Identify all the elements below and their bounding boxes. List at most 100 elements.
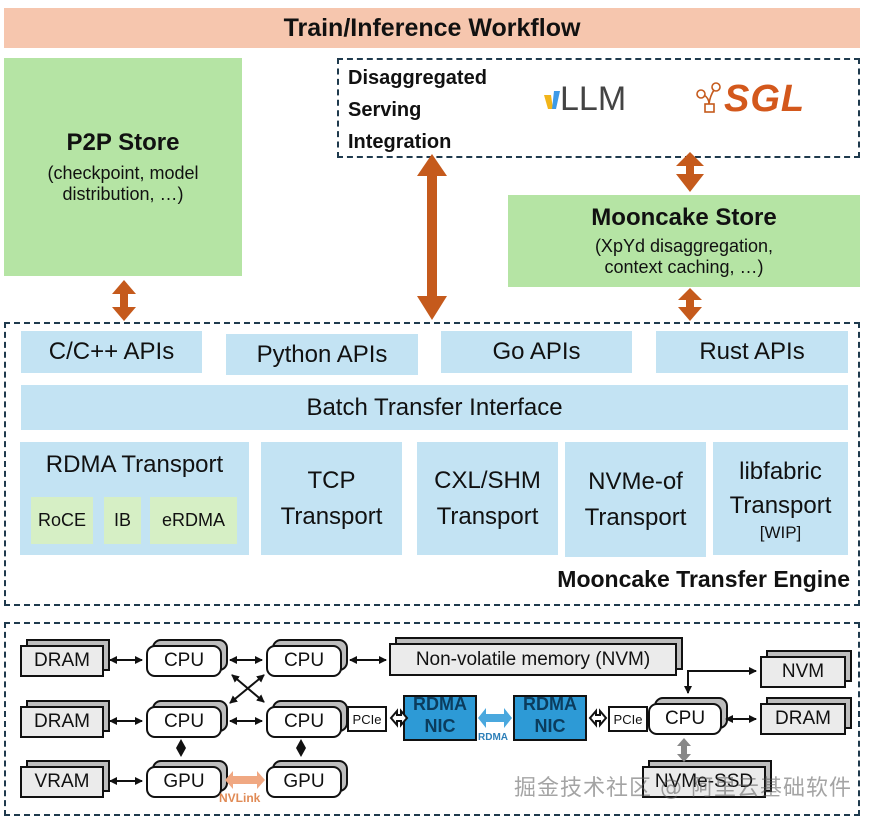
mooncake-store-desc-2: context caching, …) [604, 257, 764, 277]
api-python: Python APIs [226, 334, 418, 375]
cpu-box-4-label: CPU [283, 711, 325, 732]
rdma-nic-left-label-1: RDMA [413, 695, 467, 714]
mooncake-store-box: Mooncake Store (XpYd disaggregation, con… [508, 195, 860, 287]
mooncake-store-desc-1: (XpYd disaggregation, [594, 236, 774, 256]
api-go: Go APIs [441, 331, 632, 373]
api-rust: Rust APIs [656, 331, 848, 373]
workflow-arrows [112, 152, 704, 321]
vllm-text: LLM [560, 80, 627, 118]
cpu-box-1-label: CPU [163, 650, 205, 671]
store-engine-arrow [678, 288, 702, 321]
sgl-text: SGL [724, 78, 806, 120]
serving-engine-arrow [417, 154, 447, 320]
gpu-box-1: GPU [146, 766, 222, 798]
dram-box-right-label: DRAM [775, 708, 831, 729]
dram-box-right: DRAM [760, 703, 846, 735]
roce-label: RoCE [37, 510, 86, 530]
api-rust-label: Rust APIs [699, 338, 805, 365]
sgl-logo: SGL [696, 80, 805, 118]
p2p-store-desc-2: distribution, …) [62, 184, 184, 204]
batch-transfer-label: Batch Transfer Interface [306, 393, 563, 421]
cpu-box-2: CPU [266, 645, 342, 677]
hardware-topology-box [4, 622, 860, 816]
tcp-transport: TCP Transport [261, 442, 402, 555]
workflow-banner: Train/Inference Workflow [4, 8, 860, 48]
cpu-box-3-label: CPU [163, 711, 205, 732]
p2p-engine-arrow [112, 280, 136, 321]
cpu-box-2-label: CPU [283, 650, 325, 671]
api-cpp-label: C/C++ APIs [48, 338, 175, 365]
cpu-gpu-link-1 [176, 739, 186, 757]
p2p-store-title: P2P Store [66, 129, 180, 156]
vllm-v-icon [544, 91, 560, 109]
pcie-nic-link-left [389, 708, 409, 728]
p2p-store-box: P2P Store (checkpoint, model distributio… [4, 58, 242, 276]
nvme-ssd-box: NVMe-SSD [642, 766, 766, 798]
dram-box-2-label: DRAM [34, 711, 90, 732]
cxl-line-2: Transport [436, 502, 539, 530]
pcie-box-left: PCIe [347, 706, 387, 732]
cpu-box-right: CPU [648, 703, 722, 735]
gpu-box-2: GPU [266, 766, 342, 798]
rdma-nic-right-label-2: NIC [534, 716, 566, 736]
libfabric-line-2: Transport [729, 491, 832, 519]
transfer-engine-box [4, 322, 860, 606]
vllm-logo: LLM [544, 82, 626, 116]
batch-transfer-interface: Batch Transfer Interface [21, 385, 848, 430]
dram-box-1: DRAM [20, 645, 104, 677]
dram-box-1-label: DRAM [34, 650, 90, 671]
pcie-box-right: PCIe [608, 706, 648, 732]
rdma-nic-right-label-1: RDMA [523, 695, 577, 714]
p2p-store-desc-1: (checkpoint, model [47, 163, 199, 183]
cpu-box-4: CPU [266, 706, 342, 738]
libfabric-transport: libfabric Transport [WIP] [713, 442, 848, 555]
nvme-ssd-box-label: NVMe-SSD [654, 771, 754, 792]
libfabric-line-1: libfabric [739, 457, 822, 485]
rdma-variant-ib: IB [104, 497, 141, 544]
cpu-box-right-label: CPU [664, 708, 706, 729]
nvm-long-box: Non-volatile memory (NVM) [389, 643, 677, 676]
cpu-box-3: CPU [146, 706, 222, 738]
nvlink-label: NVLink [219, 791, 261, 805]
vram-box: VRAM [20, 766, 104, 798]
api-python-label: Python APIs [256, 340, 388, 368]
sgl-graph-icon [696, 82, 721, 113]
vram-box-label: VRAM [34, 771, 90, 792]
rdma-link-arrow [478, 708, 512, 728]
nvm-box-right: NVM [760, 656, 846, 688]
cpu-gpu-link-2 [296, 739, 306, 757]
watermark: 掘金技术社区 @ 阿里云基础软件 [514, 776, 852, 801]
rdma-nic-right: RDMA NIC [513, 695, 587, 741]
serving-integration-box: Disaggregated Serving Integration LLM SG… [337, 58, 860, 158]
erdma-label: eRDMA [161, 510, 225, 530]
rdma-nic-left-label-2: NIC [424, 716, 456, 736]
nvmeof-transport: NVMe-of Transport [565, 442, 706, 557]
rdma-variant-erdma: eRDMA [150, 497, 237, 544]
gpu-box-1-label: GPU [163, 771, 205, 792]
rdma-link-label: RDMA [478, 732, 508, 743]
workflow-title: Train/Inference Workflow [283, 13, 581, 42]
api-cpp: C/C++ APIs [21, 331, 202, 373]
rdma-transport-title: RDMA Transport [45, 451, 224, 478]
serving-line-2: Serving [348, 99, 422, 121]
nvm-long-box-label: Non-volatile memory (NVM) [415, 648, 651, 670]
tcp-line-1: TCP [307, 466, 356, 494]
cxl-shm-transport: CXL/SHM Transport [417, 442, 558, 555]
rdma-transport: RDMA Transport RoCE IB eRDMA [20, 442, 249, 555]
gpu-box-2-label: GPU [283, 771, 325, 792]
nvm-box-right-label: NVM [781, 661, 825, 682]
cpu-nvm-right-link [684, 667, 757, 694]
cpu-box-1: CPU [146, 645, 222, 677]
pcie-box-right-label: PCIe [613, 711, 643, 727]
dram-box-2: DRAM [20, 706, 104, 738]
pcie-nic-link-right [588, 708, 608, 728]
pcie-box-left-label: PCIe [352, 711, 382, 727]
api-go-label: Go APIs [492, 338, 581, 365]
serving-store-arrow [676, 152, 704, 192]
nvmeof-line-1: NVMe-of [588, 467, 683, 495]
nvmeof-line-2: Transport [584, 503, 687, 531]
engine-label: Mooncake Transfer Engine [557, 566, 850, 592]
serving-line-1: Disaggregated [348, 67, 487, 89]
